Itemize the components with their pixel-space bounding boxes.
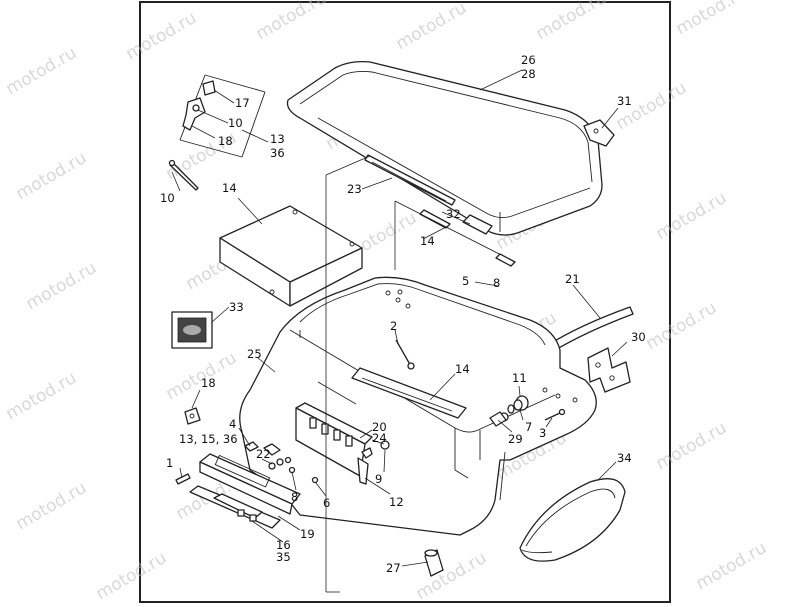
callout-label: 31 bbox=[617, 94, 632, 108]
watermark: motod.ru bbox=[23, 258, 101, 314]
backrest-pad bbox=[519, 478, 626, 562]
callout-label: 23 bbox=[347, 182, 362, 196]
callout-label: 14 bbox=[455, 362, 470, 376]
watermark: motod.ru bbox=[673, 0, 751, 39]
latch-mechanism bbox=[295, 402, 390, 485]
callout-label: 8 bbox=[291, 490, 298, 504]
hinge-rods bbox=[394, 200, 516, 267]
callout-label: 32 bbox=[446, 207, 461, 221]
callout-label: 25 bbox=[247, 347, 262, 361]
callout-label: 14 bbox=[420, 234, 435, 248]
callout-label: 11 bbox=[512, 371, 527, 385]
screw bbox=[544, 408, 566, 421]
watermark: motod.ru bbox=[653, 188, 731, 244]
callout-label: 18 bbox=[218, 134, 233, 148]
callout-label: 35 bbox=[276, 550, 291, 564]
watermark: motod.ru bbox=[123, 8, 201, 64]
callout-label: 16 bbox=[276, 538, 291, 552]
leader-lines bbox=[171, 69, 628, 567]
callout-label: 13, 15, 36 bbox=[179, 432, 238, 446]
callout-label: 5 bbox=[462, 274, 469, 288]
callout-label: 1 bbox=[166, 456, 173, 470]
callout-label: 34 bbox=[617, 451, 632, 465]
watermark: motod.ru bbox=[13, 478, 91, 534]
callout-label: 12 bbox=[389, 495, 404, 509]
callout-label: 19 bbox=[300, 527, 315, 541]
watermark: motod.ru bbox=[393, 0, 471, 54]
callout-label: 17 bbox=[235, 96, 250, 110]
callout-label: 24 bbox=[372, 431, 387, 445]
callout-label: 20 bbox=[372, 420, 387, 434]
callout-label: 33 bbox=[229, 300, 244, 314]
watermark: motod.ru bbox=[643, 298, 721, 354]
watermark: motod.ru bbox=[253, 0, 331, 44]
lock-cylinder-parts bbox=[489, 395, 529, 427]
callout-label: 6 bbox=[323, 496, 330, 510]
watermark: motod.ru bbox=[653, 418, 731, 474]
callout-label: 30 bbox=[631, 330, 646, 344]
callout-label: 14 bbox=[222, 181, 237, 195]
watermark: motod.ru bbox=[93, 548, 171, 604]
watermark: motod.ru bbox=[693, 538, 771, 594]
callout-label: 8 bbox=[493, 276, 500, 290]
callout-label: 26 bbox=[521, 53, 536, 67]
callout-label: 27 bbox=[386, 561, 401, 575]
watermark: motod.ru bbox=[413, 548, 491, 604]
lock-bracket bbox=[184, 407, 201, 425]
callout-label: 2 bbox=[390, 319, 397, 333]
latch-strip bbox=[462, 214, 493, 235]
hinge-strip bbox=[364, 154, 456, 206]
watermark: motod.ru bbox=[13, 148, 91, 204]
callout-label: 10 bbox=[228, 116, 243, 130]
callout-label: 21 bbox=[565, 272, 580, 286]
callout-label: 9 bbox=[375, 472, 382, 486]
callout-label: 7 bbox=[525, 420, 532, 434]
support-plate bbox=[351, 367, 467, 419]
assembly-lines bbox=[317, 155, 396, 593]
callout-label: 28 bbox=[521, 67, 536, 81]
callout-label: 29 bbox=[508, 432, 523, 446]
weatherstrip bbox=[547, 306, 634, 353]
callout-label: 13 bbox=[270, 132, 285, 146]
tour-pak-lid bbox=[286, 60, 603, 236]
callout-label: 36 bbox=[270, 146, 285, 160]
callout-label: 18 bbox=[201, 376, 216, 390]
tour-pak-base bbox=[239, 276, 597, 536]
watermark: motod.ru bbox=[3, 43, 81, 99]
hinge-bracket bbox=[587, 347, 631, 393]
watermark: motod.ru bbox=[3, 368, 81, 424]
callout-label: 10 bbox=[160, 191, 175, 205]
latch-clip bbox=[583, 119, 615, 147]
rubber-bumper bbox=[424, 549, 444, 577]
key bbox=[168, 159, 199, 191]
callout-label: 3 bbox=[539, 426, 546, 440]
watermark: motod.ru bbox=[533, 0, 611, 44]
callout-label: 4 bbox=[229, 417, 236, 431]
callout-labels: 26 28 31 17 10 18 13 36 10 14 23 32 14 5… bbox=[160, 53, 646, 575]
bolt bbox=[395, 339, 415, 370]
lock-assembly-group bbox=[179, 74, 266, 158]
callout-label: 22 bbox=[256, 447, 271, 461]
pull-handle bbox=[189, 453, 301, 529]
decal bbox=[171, 311, 213, 349]
